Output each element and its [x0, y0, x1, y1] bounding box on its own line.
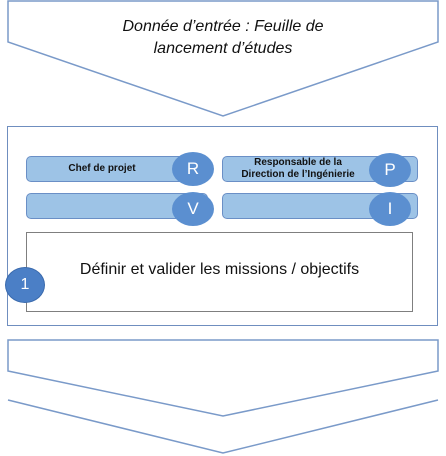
- output-chevron: [7, 339, 439, 454]
- input-label-line1: Donnée d’entrée : Feuille de: [122, 18, 324, 35]
- role-letter-p: P: [369, 153, 411, 187]
- role-label-pilot-line1: Responsable de la: [254, 157, 342, 168]
- task-title: Définir et valider les missions / object…: [79, 261, 360, 278]
- role-label-pilot: Responsable de la Direction de l’Ingénie…: [223, 157, 373, 181]
- input-chevron: [7, 0, 439, 117]
- input-label: Donnée d’entrée : Feuille de lancement d…: [80, 16, 366, 60]
- task-box: Définir et valider les missions / object…: [26, 232, 413, 312]
- step-number-badge: 1: [5, 267, 45, 303]
- role-label-responsible: Chef de projet: [68, 163, 136, 174]
- input-label-line2: lancement d’études: [153, 40, 293, 57]
- role-letter-r: R: [172, 152, 214, 186]
- role-letter-v: V: [172, 192, 214, 226]
- role-label-pilot-line2: Direction de l’Ingénierie: [241, 169, 355, 180]
- role-letter-i: I: [369, 192, 411, 226]
